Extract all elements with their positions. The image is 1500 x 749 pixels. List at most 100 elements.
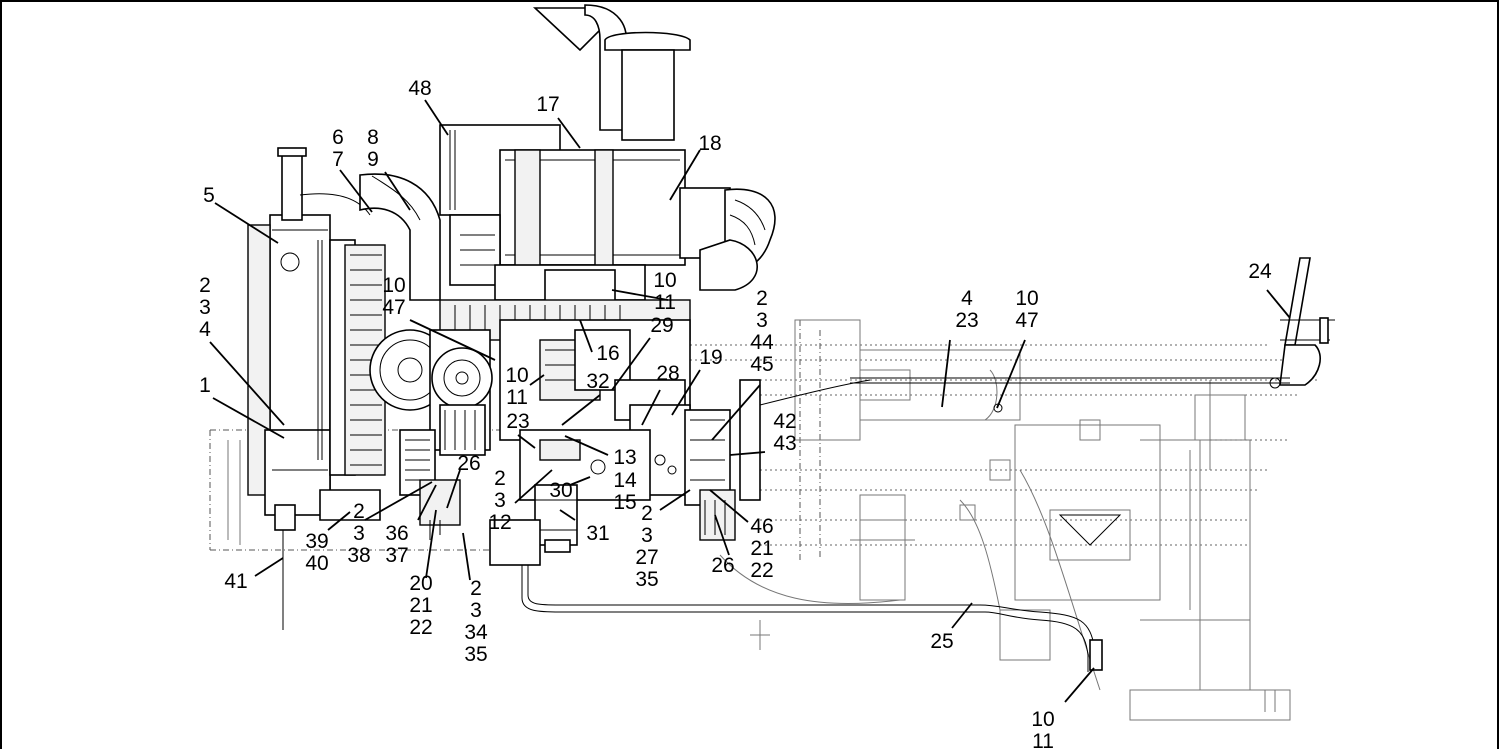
callout-number: 3 — [353, 522, 365, 545]
callout-number: 4 — [199, 318, 211, 341]
callout-26-right: 26 — [711, 554, 734, 577]
engine-block — [439, 264, 1103, 672]
callout-number: 27 — [635, 546, 658, 569]
chassis-frame — [209, 319, 1320, 721]
callout-48: 48 — [408, 77, 431, 100]
callout-number: 44 — [750, 331, 774, 354]
callout-number: 46 — [750, 515, 773, 538]
callout-number: 32 — [586, 370, 609, 393]
callout-number: 2 — [470, 577, 482, 600]
callout-number: 6 — [332, 126, 344, 149]
callout-number: 39 — [305, 530, 328, 553]
callout-number: 11 — [506, 386, 528, 409]
callout-number: 42 — [773, 410, 796, 433]
callout-number: 13 — [613, 446, 636, 469]
callout-number: 15 — [613, 491, 636, 514]
callout-number: 43 — [773, 432, 796, 455]
flywheel-housing — [684, 379, 761, 541]
callout-number: 36 — [385, 522, 408, 545]
callout-number: 47 — [1015, 309, 1038, 332]
callout-17: 17 — [536, 93, 559, 116]
callout-number: 48 — [408, 77, 431, 100]
callout-25: 25 — [930, 630, 953, 653]
callout-number: 23 — [955, 309, 978, 332]
callout-number: 23 — [506, 410, 529, 433]
callout-30: 30 — [549, 479, 572, 502]
callout-number: 8 — [367, 126, 379, 149]
callout-number: 7 — [332, 148, 344, 171]
callout-number: 29 — [650, 314, 673, 337]
callout-number: 31 — [586, 522, 609, 545]
callout-number: 3 — [494, 489, 506, 512]
callout-number: 22 — [409, 616, 432, 639]
callout-number: 12 — [488, 511, 511, 534]
radiator-assembly — [247, 147, 386, 630]
callout-19: 19 — [699, 346, 722, 369]
callout-number: 17 — [536, 93, 559, 116]
callout-number: 18 — [698, 132, 721, 155]
callout-number: 38 — [347, 544, 370, 567]
callout-number: 4 — [961, 287, 973, 310]
callout-number: 37 — [385, 544, 408, 567]
callout-number: 3 — [199, 296, 211, 319]
callout-number: 5 — [203, 184, 215, 207]
callout-number: 35 — [635, 568, 658, 591]
callout-number: 11 — [654, 291, 676, 314]
callout-number: 19 — [699, 346, 722, 369]
callout-number: 21 — [409, 594, 432, 617]
callout-number: 30 — [549, 479, 572, 502]
callout-number: 2 — [199, 274, 211, 297]
callout-number: 21 — [750, 537, 773, 560]
callout-number: 26 — [457, 452, 480, 475]
callout-number: 22 — [750, 559, 773, 582]
callout-number: 3 — [641, 524, 653, 547]
callout-number: 47 — [382, 296, 405, 319]
callout-number: 26 — [711, 554, 734, 577]
callout-41: 41 — [224, 570, 247, 593]
callout-16: 16 — [596, 342, 619, 365]
callout-number: 41 — [224, 570, 247, 593]
callout-number: 10 — [505, 364, 528, 387]
callout-number: 34 — [464, 621, 488, 644]
callout-number: 9 — [367, 148, 379, 171]
callout-number: 40 — [305, 552, 328, 575]
pedal-linkage — [759, 257, 1335, 413]
callout-number: 10 — [653, 269, 676, 292]
callout-number: 16 — [596, 342, 619, 365]
callout-number: 28 — [656, 362, 679, 385]
callout-number: 2 — [756, 287, 768, 310]
callout-number: 20 — [409, 572, 432, 595]
air-cleaner-assembly — [439, 4, 776, 291]
callout-number: 3 — [756, 309, 768, 332]
callout-1: 1 — [199, 374, 211, 397]
callout-number: 2 — [353, 500, 365, 523]
callout-number: 35 — [464, 643, 487, 666]
callout-number: 10 — [1031, 708, 1054, 731]
callout-number: 10 — [382, 274, 405, 297]
callout-number: 1 — [199, 374, 211, 397]
callout-5: 5 — [203, 184, 215, 207]
